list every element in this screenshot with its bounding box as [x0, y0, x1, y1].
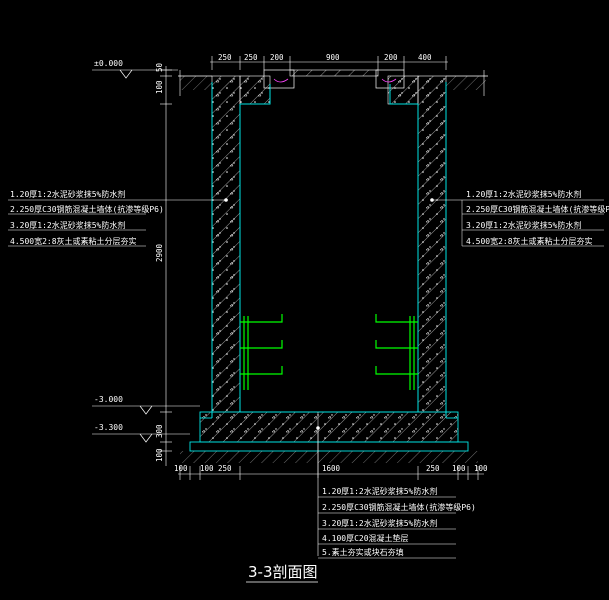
spec-line: 3.20厚1:2水泥砂浆抹5%防水剂 — [10, 220, 125, 230]
spec-line: 1.20厚1:2水泥砂浆抹5%防水剂 — [322, 486, 437, 496]
spec-line: 4.500宽2:8灰土或素粘土分层夯实 — [466, 236, 593, 246]
elevation-marker-top: ±0.000 — [92, 59, 178, 79]
wall-spec-right: 1.20厚1:2水泥砂浆抹5%防水剂 2.250厚C30钢筋混凝土墙体(抗渗等级… — [430, 189, 609, 247]
bottom-dimension-line — [178, 466, 484, 480]
top-dim-label: 900 — [326, 53, 340, 62]
top-dim-label: 250 — [218, 53, 232, 62]
elevation-label: -3.000 — [94, 395, 123, 404]
bottom-dim-label: 100 — [474, 464, 488, 473]
elevation-marker-base-bottom: -3.300 — [92, 423, 190, 443]
bottom-dim-label: 1600 — [322, 464, 341, 473]
left-dim-label: 300 — [155, 424, 164, 438]
top-dim-label: 250 — [244, 53, 258, 62]
spec-line: 4.500宽2:8灰土或素粘土分层夯实 — [10, 236, 137, 246]
title-text: 3-3剖面图 — [248, 563, 318, 581]
blinding-layer — [180, 441, 478, 463]
drawing-title: 3-3剖面图 — [246, 563, 318, 583]
left-dim-label: 100 — [155, 448, 164, 462]
ladder-rungs-right — [375, 314, 418, 390]
base-slab — [199, 411, 459, 443]
elevation-label: -3.300 — [94, 423, 123, 432]
spec-line: 5.素土夯实或块石夯填 — [322, 547, 404, 557]
spec-line: 2.250厚C30钢筋混凝土墙体(抗渗等级P6) — [10, 204, 164, 214]
top-dimension-labels: 250 250 200 900 200 400 — [218, 53, 432, 62]
left-dimension-labels: 50 100 2900 300 100 — [155, 62, 164, 462]
left-dim-label: 100 — [155, 80, 164, 94]
top-dim-label: 400 — [418, 53, 432, 62]
bottom-dim-label: 100 — [452, 464, 466, 473]
spec-line: 3.20厚1:2水泥砂浆抹5%防水剂 — [322, 518, 437, 528]
right-wall — [417, 75, 447, 413]
top-dimension-line — [210, 56, 448, 70]
bottom-dim-label: 100 — [200, 464, 214, 473]
left-dim-label: 50 — [155, 62, 164, 72]
floor-spec: 1.20厚1:2水泥砂浆抹5%防水剂 2.250厚C30钢筋混凝土墙体(抗渗等级… — [316, 426, 476, 559]
wall-spec-left: 1.20厚1:2水泥砂浆抹5%防水剂 2.250厚C30钢筋混凝土墙体(抗渗等级… — [8, 189, 228, 247]
inner-finish-line — [211, 82, 447, 418]
spec-line: 4.100厚C20混凝土垫层 — [322, 533, 409, 543]
elevation-label: ±0.000 — [94, 59, 123, 68]
left-wall — [211, 75, 241, 413]
spec-line: 1.20厚1:2水泥砂浆抹5%防水剂 — [466, 189, 581, 199]
top-dim-label: 200 — [384, 53, 398, 62]
bottom-dim-label: 250 — [218, 464, 232, 473]
spec-line: 3.20厚1:2水泥砂浆抹5%防水剂 — [466, 220, 581, 230]
manhole-cover — [273, 69, 397, 83]
bottom-dim-label: 250 — [426, 464, 440, 473]
bottom-dimension-labels: 100 100 250 1600 250 100 100 — [174, 464, 488, 473]
bottom-dim-label: 100 — [174, 464, 188, 473]
top-dim-label: 200 — [270, 53, 284, 62]
ladder-rungs-left — [240, 314, 283, 390]
spec-line: 2.250厚C30钢筋混凝土墙体(抗渗等级P6) — [322, 502, 476, 512]
left-dim-label: 2900 — [155, 243, 164, 262]
elevation-marker-inner-bottom: -3.000 — [92, 395, 200, 415]
roof-slab — [239, 69, 419, 105]
spec-line: 1.20厚1:2水泥砂浆抹5%防水剂 — [10, 189, 125, 199]
ground-surface — [178, 70, 488, 96]
spec-line: 2.250厚C30钢筋混凝土墙体(抗渗等级P6) — [466, 204, 609, 214]
